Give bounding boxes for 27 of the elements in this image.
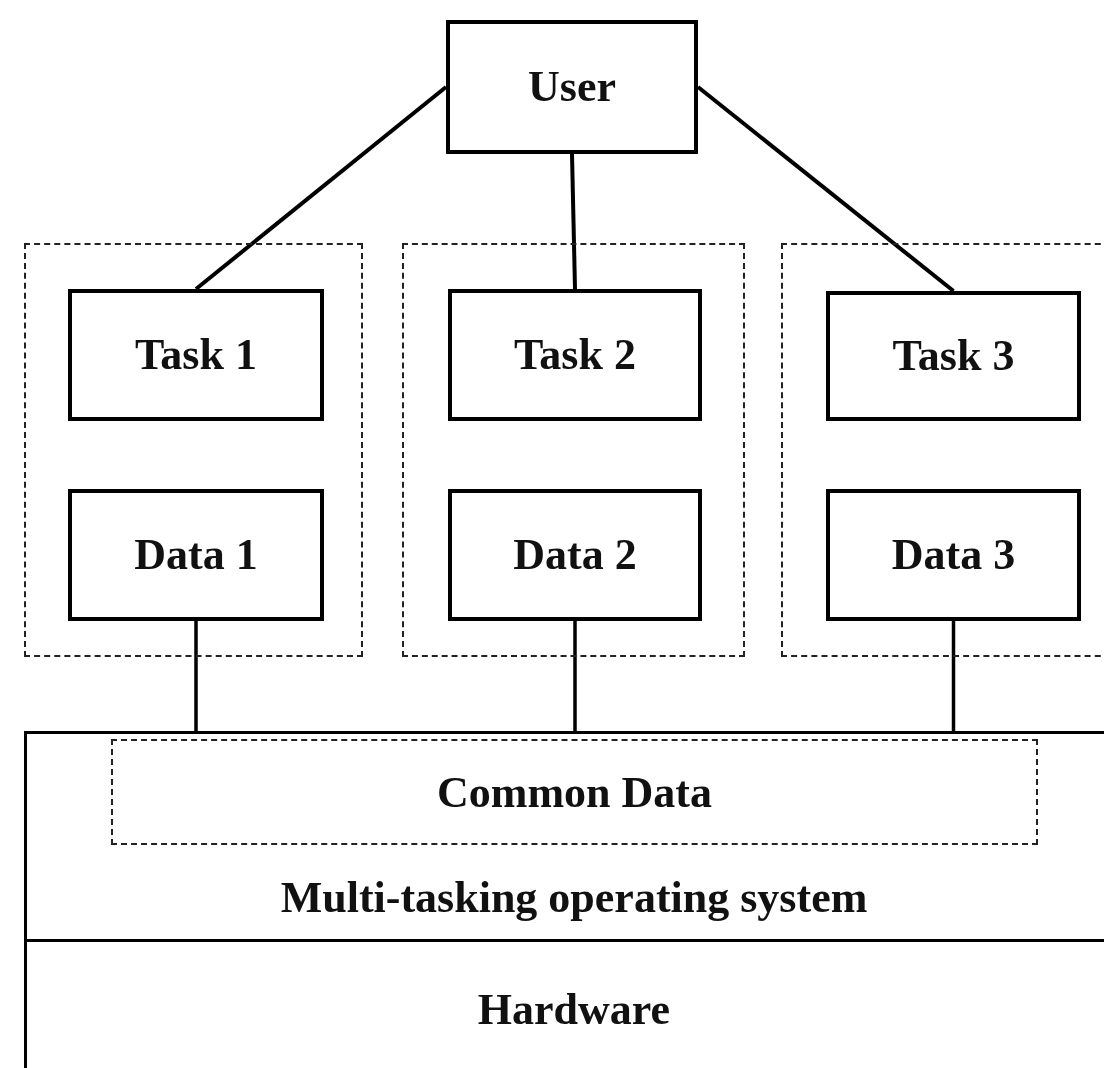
connector-line [570,153,577,290]
task-box [448,289,702,421]
task-box [68,289,324,421]
node-label: User [528,65,616,109]
dashed-group-box [24,243,363,657]
dashed-group-box [402,243,745,657]
connector-line [194,85,448,291]
node-label: Hardware [477,988,671,1032]
connector-line [951,621,956,731]
node-label: Data 3 [891,533,1016,577]
data-box [826,489,1081,621]
node-label: Task 1 [135,333,257,377]
node-label: Task 3 [892,334,1015,378]
user-box [446,20,698,154]
data-box [448,489,702,621]
connector-line [696,85,955,293]
data-box [68,489,324,621]
node-label: Multi-tasking operating system [280,876,868,920]
common-data-box [111,739,1038,845]
node-label: Data 2 [513,533,637,577]
node-label: Common Data [437,771,712,815]
connector-line [573,621,577,731]
connector-line [194,621,198,731]
node-label: Task 2 [514,333,636,377]
os-layer-box [24,731,1104,942]
task-box [826,291,1081,421]
node-label: Data 1 [134,533,258,577]
